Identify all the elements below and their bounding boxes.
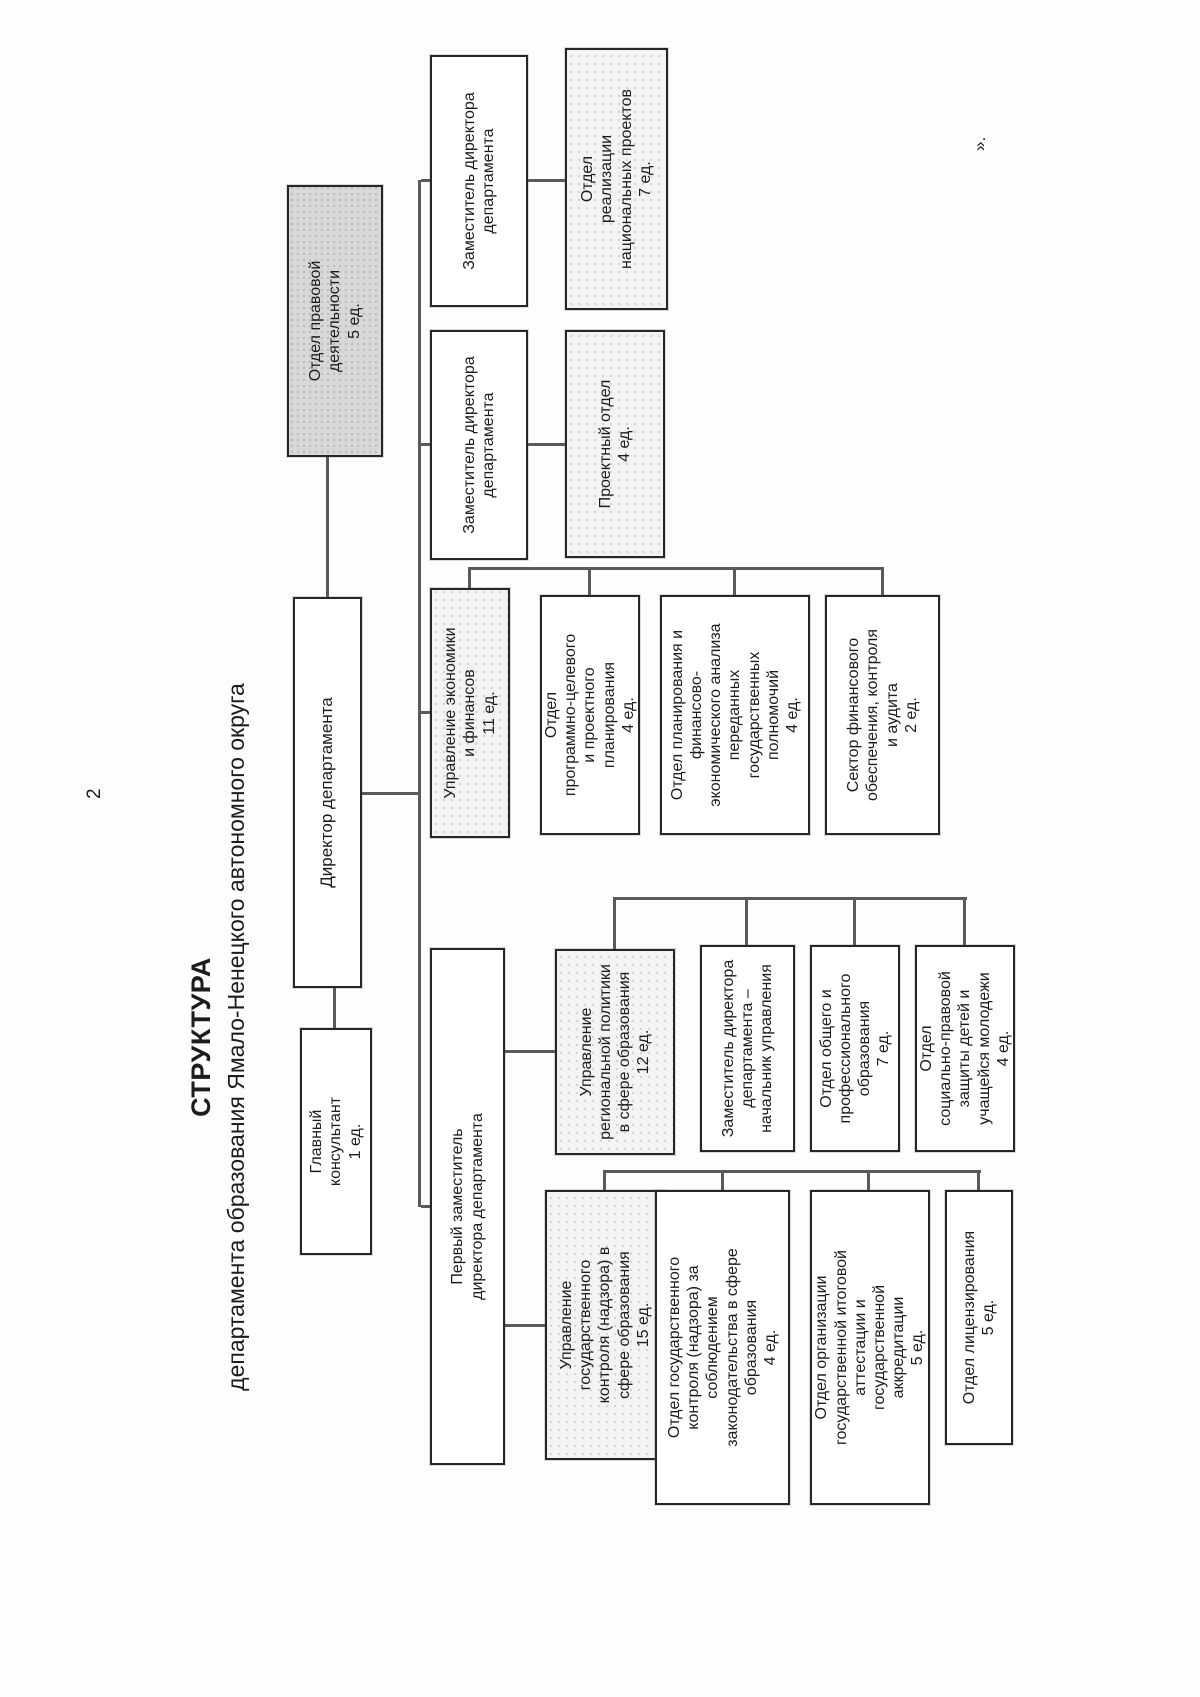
page-number: 2 bbox=[84, 788, 105, 799]
connector-line bbox=[468, 567, 471, 588]
connector-line bbox=[867, 1173, 870, 1190]
org-box-chief-consultant: Главный консультант 1 ед. bbox=[300, 1028, 372, 1255]
org-box-control-supervision-dept: Отдел государственного контроля (надзора… bbox=[655, 1190, 790, 1505]
org-box-first-deputy-director: Первый заместитель директора департамент… bbox=[430, 948, 505, 1465]
connector-main-bus bbox=[418, 180, 421, 1207]
org-box-deputy-director-1: Заместитель директора департамента bbox=[430, 55, 528, 307]
connector-line bbox=[721, 1173, 724, 1190]
connector-line bbox=[613, 897, 616, 949]
org-box-program-target-planning-dept: Отдел программно-целевого и проектного п… bbox=[540, 595, 640, 835]
org-box-attestation-accreditation-dept: Отдел организации государственной итогов… bbox=[810, 1190, 930, 1505]
connector-line bbox=[745, 900, 748, 945]
stray-quote-mark: ». bbox=[970, 136, 989, 151]
chart-title: СТРУКТУРА департамента образования Ямало… bbox=[186, 617, 250, 1457]
org-box-director: Директор департамента bbox=[293, 597, 362, 988]
connector-director-legal bbox=[326, 457, 329, 597]
connector-regional-trunk bbox=[613, 897, 967, 900]
connector-director-drop bbox=[362, 792, 420, 795]
connector-deputy1-national bbox=[528, 179, 565, 182]
connector-line bbox=[977, 1173, 980, 1190]
connector-line bbox=[881, 570, 884, 595]
connector-consultant-director bbox=[333, 988, 336, 1028]
org-box-deputy-head-regional: Заместитель директора департамента – нач… bbox=[700, 945, 795, 1152]
connector-line bbox=[733, 570, 736, 595]
connector-line bbox=[588, 570, 591, 595]
connector-line bbox=[421, 179, 430, 182]
org-box-state-control-dept: Управление государственного контроля (на… bbox=[545, 1190, 665, 1460]
connector-line bbox=[853, 900, 856, 945]
connector-line bbox=[421, 443, 430, 446]
org-box-project-dept: Проектный отдел 4 ед. bbox=[565, 330, 665, 558]
chart-title-line1: СТРУКТУРА bbox=[186, 957, 216, 1117]
connector-firstdeputy-regional bbox=[505, 1050, 555, 1053]
org-box-national-projects-dept: Отдел реализации национальных проектов 7… bbox=[565, 48, 668, 310]
org-box-deputy-director-2: Заместитель директора департамента bbox=[430, 330, 528, 560]
connector-line bbox=[963, 900, 966, 945]
org-box-general-professional-education-dept: Отдел общего и профессионального образов… bbox=[810, 945, 900, 1152]
connector-line bbox=[421, 711, 430, 714]
chart-title-line2: департамента образования Ямало-Ненецкого… bbox=[223, 683, 249, 1391]
connector-control-trunk bbox=[603, 1170, 981, 1173]
org-box-legal-dept: Отдел правовой деятельности 5 ед. bbox=[287, 185, 383, 457]
org-box-social-legal-protection-dept: Отдел социально-правовой защиты детей и … bbox=[915, 945, 1015, 1152]
org-box-licensing-dept: Отдел лицензирования 5 ед. bbox=[945, 1190, 1013, 1445]
connector-firstdeputy-control bbox=[505, 1324, 545, 1327]
connector-deputy2-project bbox=[528, 443, 565, 446]
org-box-financial-control-sector: Сектор финансового обеспечения, контроля… bbox=[825, 595, 940, 835]
connector-line bbox=[603, 1170, 606, 1190]
org-box-economics-finance-dept: Управление экономики и финансов 11 ед. bbox=[430, 588, 510, 838]
connector-economics-trunk bbox=[468, 567, 884, 570]
org-box-planning-financial-analysis-dept: Отдел планирования и финансово- экономич… bbox=[660, 595, 810, 835]
connector-line bbox=[421, 1205, 430, 1208]
org-box-regional-policy-dept: Управление региональной политики в сфере… bbox=[555, 949, 675, 1155]
